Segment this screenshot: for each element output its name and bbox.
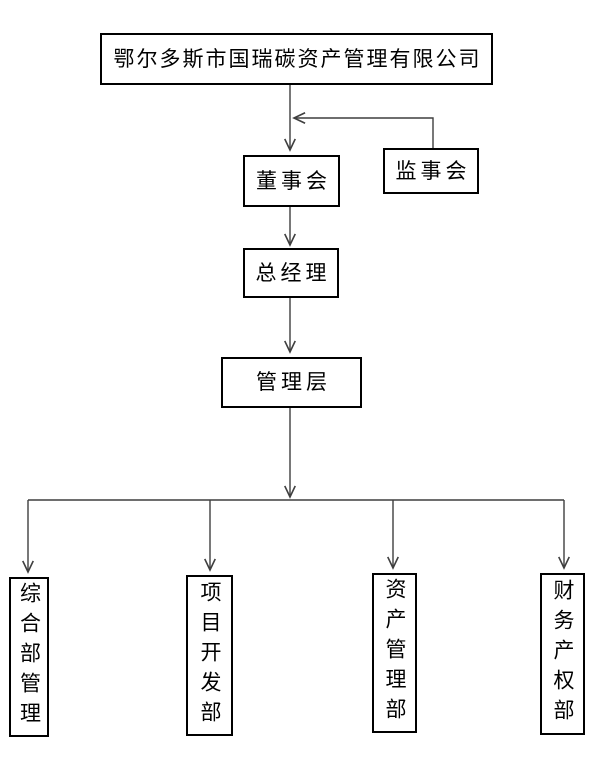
node-management: 管理层 [221,357,362,408]
node-dept-asset-management-label: 资产管理部 [383,578,406,728]
node-dept-project-development-label: 项目开发部 [198,580,221,731]
edge-supervisory-board [292,112,434,148]
node-board-of-directors: 董事会 [243,155,340,207]
node-dept-project-development: 项目开发部 [186,575,233,736]
node-dept-general-management-label: 综合部管理 [17,582,41,732]
node-dept-finance-property: 财务产权部 [540,573,585,735]
node-supervisory-board: 监事会 [383,148,479,194]
node-dept-asset-management: 资产管理部 [372,573,417,733]
node-supervisory-label: 监事会 [395,159,471,183]
node-general-manager-label: 总经理 [255,261,331,285]
node-company-label: 鄂尔多斯市国瑞碳资产管理有限公司 [113,47,482,71]
node-company: 鄂尔多斯市国瑞碳资产管理有限公司 [100,33,493,85]
node-general-manager: 总经理 [243,248,339,298]
node-dept-general-management: 综合部管理 [9,577,49,737]
node-dept-finance-property-label: 财务产权部 [551,579,574,729]
node-board-label: 董事会 [256,169,331,193]
node-management-label: 管理层 [256,371,331,394]
